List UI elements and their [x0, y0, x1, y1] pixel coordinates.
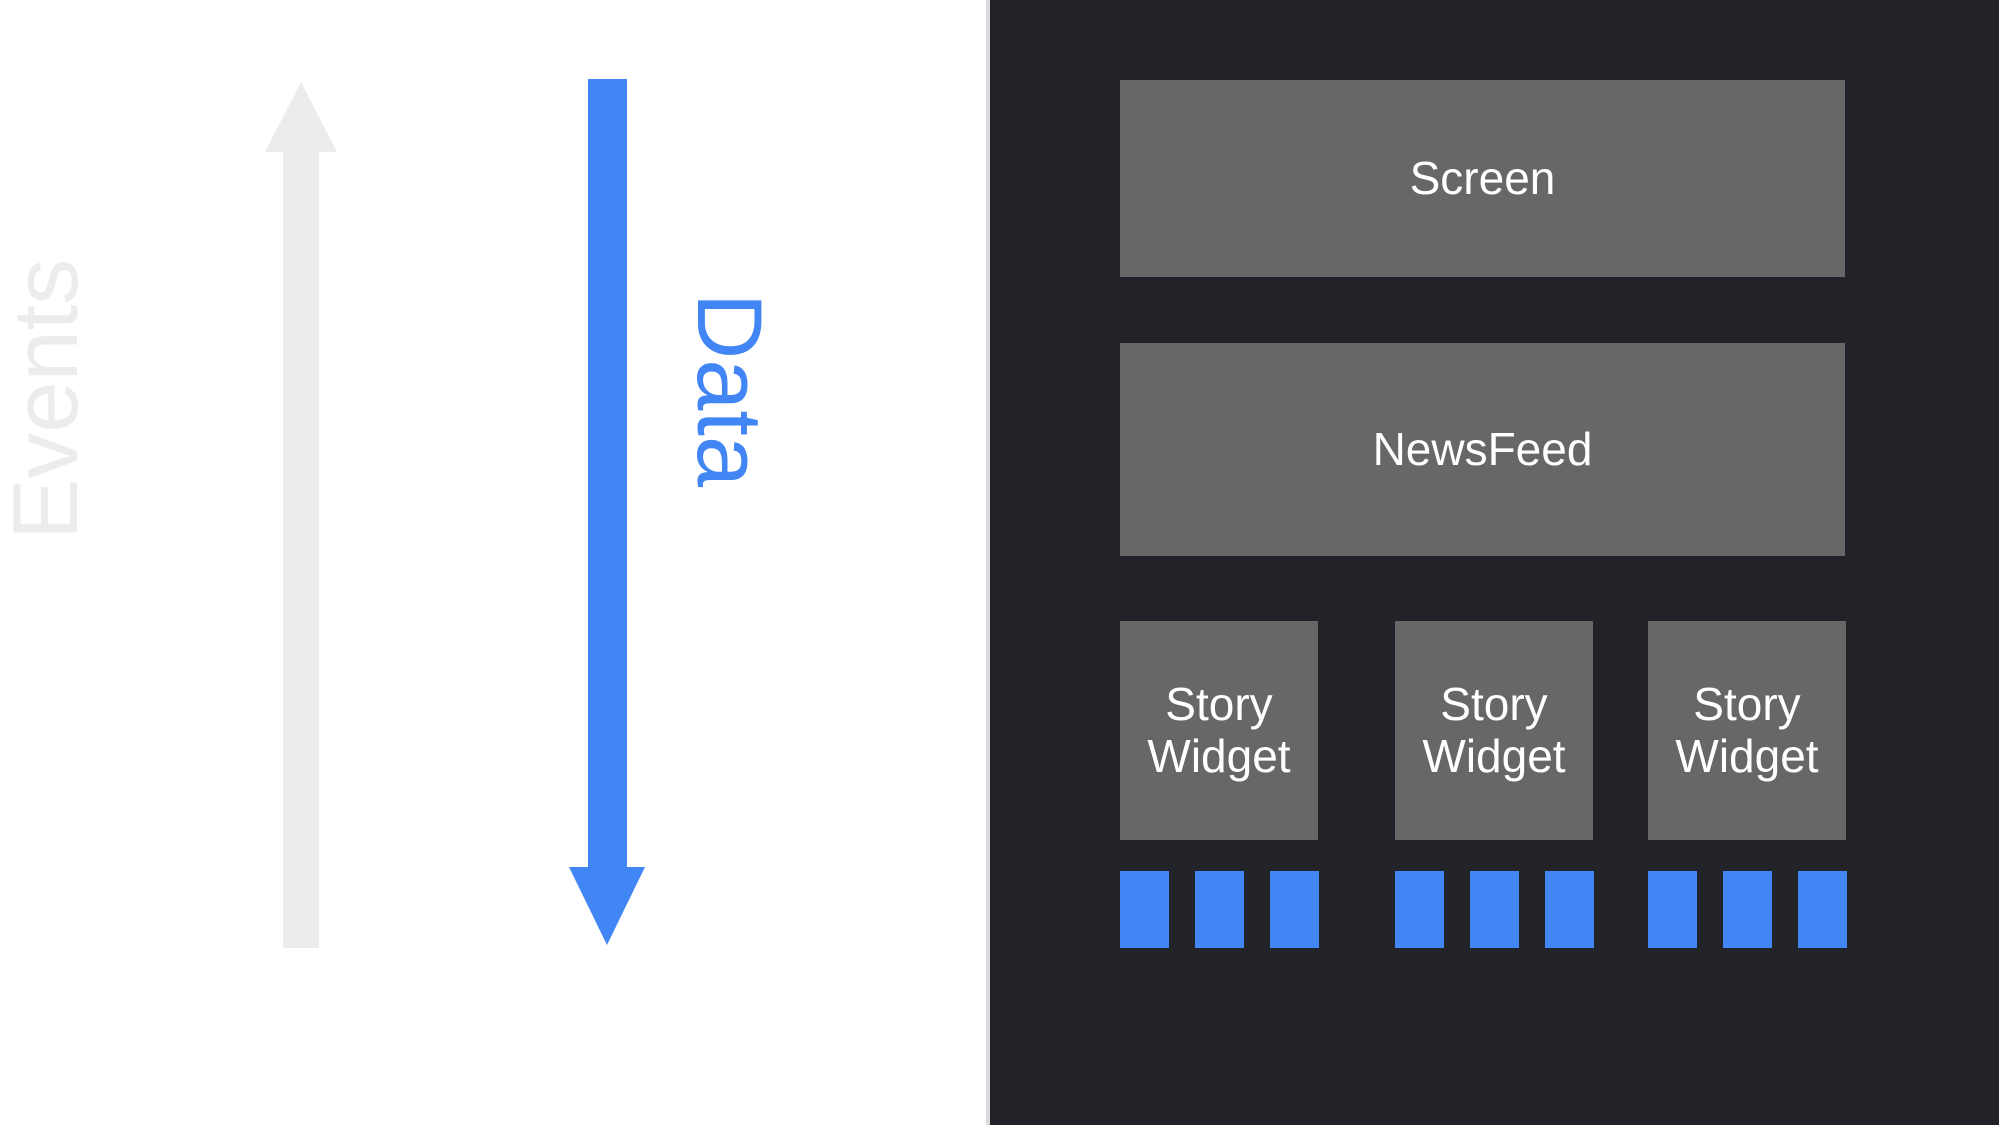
data-bar	[1470, 871, 1519, 948]
story-widget-bar-group	[1395, 871, 1594, 948]
data-bar	[1270, 871, 1319, 948]
data-bar	[1120, 871, 1169, 948]
story-widget-bar-group	[1648, 871, 1847, 948]
data-bar	[1195, 871, 1244, 948]
events-arrow-icon	[265, 82, 337, 948]
data-bar	[1723, 871, 1772, 948]
data-bar	[1545, 871, 1594, 948]
story-widget-card[interactable]: Story Widget	[1395, 621, 1593, 840]
data-arrow-icon	[569, 79, 645, 945]
story-widget-bar-group	[1120, 871, 1319, 948]
story-widget-card[interactable]: Story Widget	[1648, 621, 1846, 840]
data-bar	[1395, 871, 1444, 948]
data-bar	[1648, 871, 1697, 948]
pane-divider	[986, 0, 990, 1125]
screen-box[interactable]: Screen	[1120, 80, 1845, 277]
story-widget-card[interactable]: Story Widget	[1120, 621, 1318, 840]
data-bar	[1798, 871, 1847, 948]
left-diagram-pane: Events Data	[0, 0, 990, 1125]
widget-tree-pane: Screen NewsFeed Story Widget Story Widge…	[990, 0, 1999, 1125]
events-axis-label: Events	[0, 258, 97, 540]
data-axis-label: Data	[678, 292, 780, 488]
newsfeed-box[interactable]: NewsFeed	[1120, 343, 1845, 556]
